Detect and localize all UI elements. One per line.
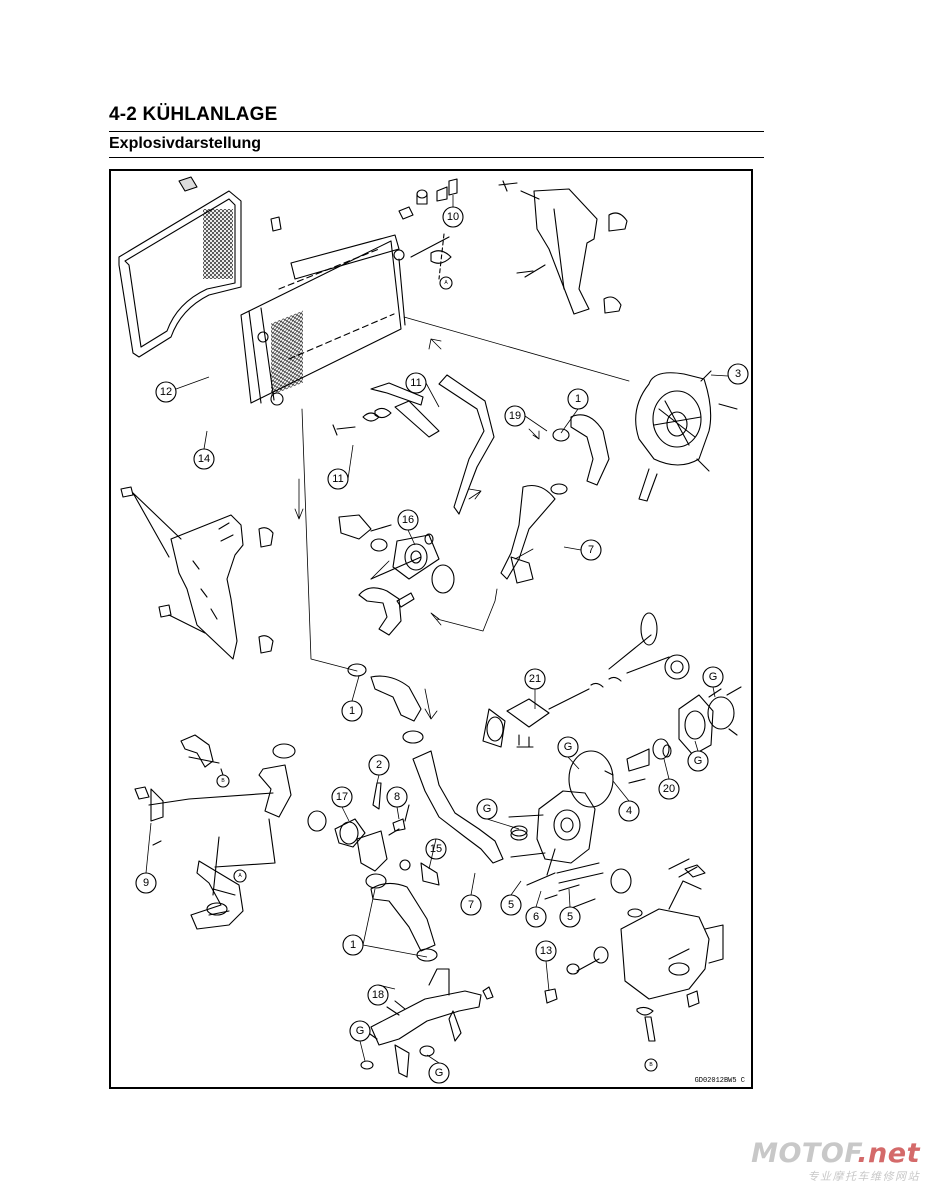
radiator-mount-parts bbox=[270, 178, 458, 280]
page-title: 4-2 KÜHLANLAGE bbox=[109, 104, 278, 125]
title-rule bbox=[109, 131, 764, 132]
thermostat-parts bbox=[334, 782, 440, 886]
watermark-tagline: 专业摩托车维修网站 bbox=[807, 1170, 920, 1183]
pump-shaft-assembly bbox=[482, 612, 690, 748]
callout-g-seal: G bbox=[694, 755, 703, 767]
leader-lines bbox=[294, 338, 540, 720]
watermark-logo: MOTOF.net bbox=[751, 1138, 920, 1169]
callout-2: 2 bbox=[376, 759, 382, 771]
radiator-core bbox=[240, 234, 406, 406]
callout-5-left: 5 bbox=[508, 899, 514, 911]
lower-hoses bbox=[347, 663, 528, 864]
radiator-screen bbox=[118, 176, 242, 358]
callout-g-bottom-left: G bbox=[356, 1025, 365, 1037]
callout-g-right: G bbox=[709, 671, 718, 683]
callout-7-upper: 7 bbox=[588, 544, 594, 556]
callout-8: 8 bbox=[394, 791, 400, 803]
cooling-fan-assembly bbox=[403, 316, 738, 502]
callout-18: 18 bbox=[372, 989, 384, 1001]
callout-1-lower: 1 bbox=[350, 939, 356, 951]
marker-a-upper: A bbox=[444, 280, 448, 286]
water-pump-cover bbox=[604, 686, 742, 784]
callout-3: 3 bbox=[735, 368, 741, 380]
section-title: Explosivdarstellung bbox=[109, 135, 262, 152]
callout-9: 9 bbox=[143, 877, 149, 889]
callout-15: 15 bbox=[430, 843, 442, 855]
site-watermark: MOTOF.net 专业摩托车维修网站 bbox=[751, 1140, 920, 1184]
callout-g-pump: G bbox=[564, 741, 573, 753]
callout-g-bottom: G bbox=[435, 1067, 444, 1079]
callout-1-middle: 1 bbox=[349, 705, 355, 717]
callout-21: 21 bbox=[529, 673, 541, 685]
section-rule bbox=[109, 157, 764, 158]
callout-11-lower: 11 bbox=[332, 473, 343, 485]
bottom-hose-pipe bbox=[360, 873, 494, 1078]
callout-14: 14 bbox=[198, 453, 210, 465]
marker-b-left: B bbox=[221, 778, 225, 784]
callout-1-upper: 1 bbox=[575, 393, 581, 405]
figure-code: GD02012BW5 C bbox=[695, 1077, 745, 1085]
center-hoses bbox=[332, 374, 610, 584]
side-cover-panel bbox=[120, 486, 274, 660]
water-pump-body bbox=[508, 750, 614, 910]
callout-6: 6 bbox=[533, 911, 539, 923]
callout-13: 13 bbox=[540, 945, 552, 957]
callout-12: 12 bbox=[160, 386, 172, 398]
callout-10: 10 bbox=[447, 211, 459, 223]
callout-17: 17 bbox=[336, 791, 348, 803]
exploded-view-diagram: 10 12 14 3 11 19 1 11 16 7 1 21 G G 2 17… bbox=[118, 176, 749, 1085]
filler-neck-hose bbox=[134, 734, 327, 930]
callout-20: 20 bbox=[663, 783, 675, 795]
callout-4: 4 bbox=[626, 805, 632, 817]
callout-19: 19 bbox=[509, 410, 521, 422]
callout-g-center: G bbox=[483, 803, 492, 815]
callout-16: 16 bbox=[402, 514, 414, 526]
reservoir-tank bbox=[544, 858, 724, 1042]
diagram-frame bbox=[109, 169, 753, 1089]
callout-11-upper: 11 bbox=[410, 377, 421, 389]
marker-a-lower: A bbox=[238, 873, 242, 879]
marker-b-right: B bbox=[649, 1062, 653, 1068]
thermostat-housing bbox=[338, 514, 455, 636]
callout-7-lower: 7 bbox=[468, 899, 474, 911]
callout-5-right: 5 bbox=[567, 911, 573, 923]
shroud-bracket-upper bbox=[498, 180, 628, 315]
